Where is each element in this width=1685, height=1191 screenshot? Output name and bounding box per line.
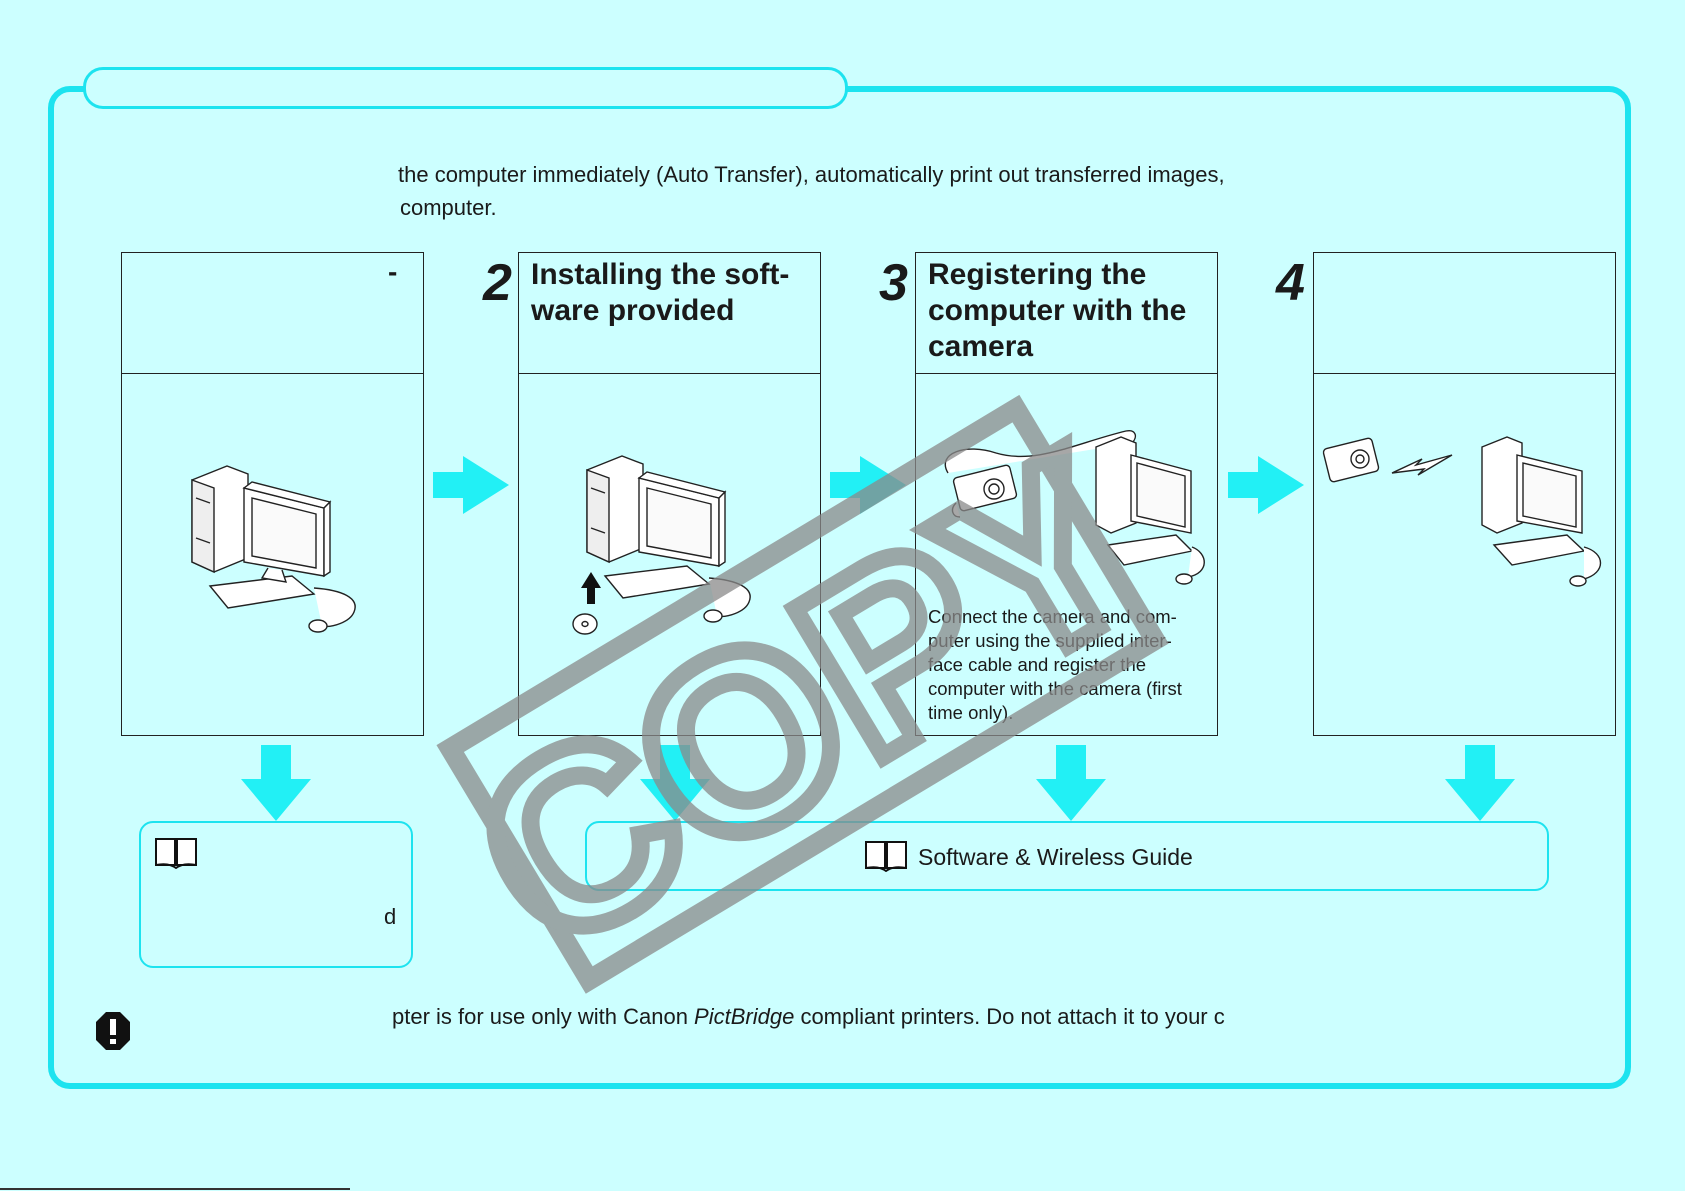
step-1-header: [122, 253, 423, 374]
arrow-right-3: [1228, 456, 1304, 514]
step-3-title: Registering the computer with the camera: [928, 258, 1187, 363]
book-icon: [155, 838, 197, 869]
arrow-down-1: [241, 745, 311, 821]
intro-text: the computer immediately (Auto Transfer)…: [398, 158, 1225, 224]
step-2-panel: Installing the soft- ware provided: [518, 252, 821, 736]
caution-text-italic: PictBridge: [694, 1004, 795, 1029]
step-2-title: Installing the soft- ware provided: [531, 258, 790, 327]
intro-line-1: the computer immediately (Auto Transfer)…: [398, 162, 1225, 187]
arrow-right-1: [433, 456, 509, 514]
step-1-panel: [121, 252, 424, 736]
step-2-number: 2: [483, 254, 512, 312]
caution-icon: [96, 1012, 130, 1050]
section-title-bar: [83, 67, 848, 109]
step-4-panel: [1313, 252, 1616, 736]
arrow-right-2: [830, 456, 906, 514]
step-3-number: 3: [879, 254, 908, 312]
book-icon: [865, 841, 907, 872]
footer-rule: [0, 1188, 350, 1190]
intro-line-2: computer.: [400, 195, 497, 220]
caution-text: pter is for use only with Canon PictBrid…: [392, 1004, 1225, 1030]
reference-left-text: d: [384, 904, 397, 929]
caution-text-part-1: pter is for use only with Canon: [392, 1004, 695, 1029]
arrow-down-4: [1445, 745, 1515, 821]
step-3-panel: Registering the computer with the camera…: [915, 252, 1218, 736]
step-2-header: Installing the soft- ware provided: [519, 253, 820, 374]
step-3-description: Connect the camera and com- puter using …: [928, 606, 1182, 723]
camera-cable-computer-icon: [944, 429, 1205, 585]
step-3-header: Registering the computer with the camera: [916, 253, 1217, 374]
arrow-down-2: [640, 745, 710, 821]
camera-wireless-computer-icon: [1322, 436, 1601, 587]
step-4-number: 4: [1276, 254, 1305, 312]
computer-with-cd-icon: [572, 455, 751, 635]
step-1-title: -: [388, 256, 398, 287]
software-wireless-guide-link[interactable]: Software & Wireless Guide: [918, 844, 1193, 870]
step-4-header: [1314, 253, 1615, 374]
arrow-down-3: [1036, 745, 1106, 821]
caution-text-part-2: compliant printers. Do not attach it to …: [794, 1004, 1225, 1029]
computer-icon: [191, 465, 356, 633]
